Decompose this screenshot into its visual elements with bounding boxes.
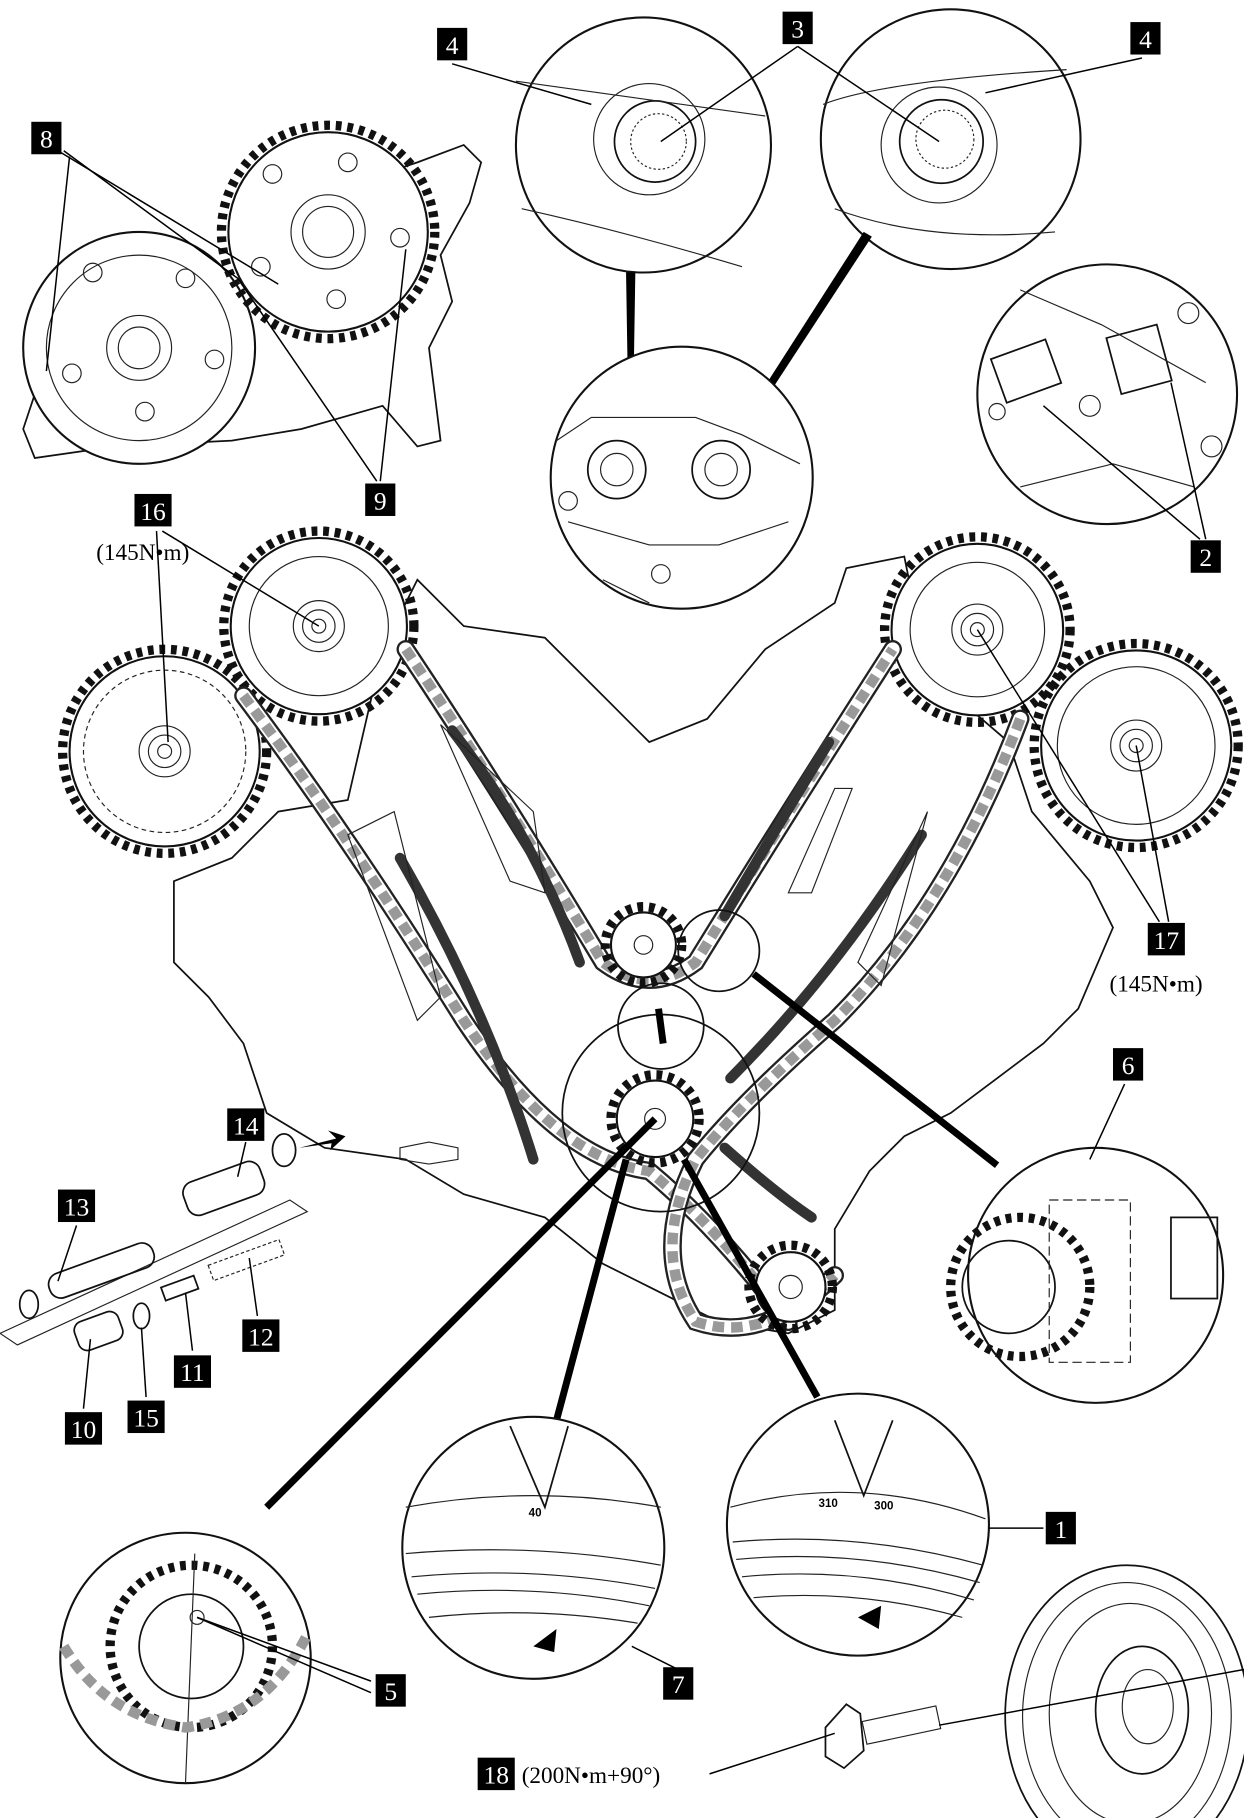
callout-1: 1 bbox=[1045, 1511, 1076, 1545]
callout-8: 8 bbox=[31, 121, 62, 155]
detail-bolt-left bbox=[514, 16, 773, 274]
pointer-right bbox=[747, 231, 872, 418]
callout-17: 17 bbox=[1147, 922, 1185, 956]
callout-9: 9 bbox=[365, 483, 396, 516]
torque-16: (145N•m) bbox=[96, 540, 189, 566]
svg-text:4: 4 bbox=[446, 31, 459, 60]
callout-6: 6 bbox=[1112, 1048, 1144, 1081]
callout-16: 16 bbox=[134, 493, 172, 527]
detail-chain-6 bbox=[946, 1146, 1225, 1404]
svg-text:12: 12 bbox=[248, 1322, 274, 1351]
callout-7: 7 bbox=[663, 1667, 694, 1700]
dial-mark-310: 310 bbox=[819, 1498, 838, 1510]
detail-cam-bolts bbox=[549, 345, 814, 610]
sprocket-left-outer bbox=[57, 644, 272, 858]
timing-chains bbox=[234, 640, 1030, 1337]
detail-crank-sprocket-5 bbox=[59, 1531, 312, 1785]
callout-3: 3 bbox=[782, 11, 813, 45]
svg-text:6: 6 bbox=[1122, 1051, 1135, 1080]
detail-timing-mark-1: 310 300 bbox=[725, 1392, 990, 1657]
callout-4-right: 4 bbox=[1130, 22, 1161, 55]
svg-text:2: 2 bbox=[1199, 543, 1212, 572]
torque-17: (145N•m) bbox=[1110, 971, 1203, 997]
callout-13: 13 bbox=[57, 1189, 96, 1223]
callout-11: 11 bbox=[173, 1355, 212, 1388]
svg-text:4: 4 bbox=[1139, 25, 1152, 54]
svg-text:5: 5 bbox=[384, 1677, 397, 1706]
camshaft-actuator-assembly bbox=[22, 120, 483, 465]
dial-mark-40: 40 bbox=[529, 1508, 542, 1520]
svg-text:1: 1 bbox=[1054, 1515, 1067, 1544]
tensioner-parts bbox=[0, 1130, 346, 1352]
detail-timing-mark-7: 40 bbox=[401, 1415, 666, 1680]
callout-18: 18 bbox=[477, 1757, 515, 1791]
svg-text:7: 7 bbox=[672, 1670, 685, 1699]
svg-text:10: 10 bbox=[71, 1415, 97, 1444]
callout-5: 5 bbox=[375, 1674, 406, 1707]
crankshaft-pulley bbox=[1004, 1564, 1244, 1818]
callout-14: 14 bbox=[227, 1108, 265, 1141]
svg-text:3: 3 bbox=[791, 15, 804, 44]
svg-text:16: 16 bbox=[140, 497, 165, 526]
svg-text:9: 9 bbox=[374, 486, 387, 515]
svg-text:15: 15 bbox=[133, 1403, 159, 1432]
callout-10: 10 bbox=[64, 1412, 103, 1445]
callout-15: 15 bbox=[127, 1400, 165, 1434]
callout-12: 12 bbox=[242, 1319, 280, 1352]
torque-18: (200N•m+90°) bbox=[522, 1763, 661, 1789]
callout-2: 2 bbox=[1190, 540, 1221, 573]
detail-bolt-right bbox=[819, 8, 1082, 271]
detail-sensors bbox=[976, 263, 1239, 526]
svg-text:13: 13 bbox=[64, 1192, 90, 1221]
svg-text:17: 17 bbox=[1154, 926, 1180, 955]
dial-mark-300: 300 bbox=[874, 1501, 893, 1513]
svg-text:11: 11 bbox=[180, 1358, 205, 1387]
pulley-bolt bbox=[824, 1703, 942, 1770]
svg-text:8: 8 bbox=[40, 125, 53, 154]
callout-labels: 8 9 4 3 4 2 16 17 6 14 13 12 11 10 15 1 … bbox=[31, 11, 1221, 1791]
callout-4-left: 4 bbox=[437, 27, 468, 61]
svg-text:18: 18 bbox=[483, 1761, 509, 1790]
svg-text:14: 14 bbox=[233, 1111, 259, 1140]
engine-block-outline bbox=[173, 555, 1114, 1335]
